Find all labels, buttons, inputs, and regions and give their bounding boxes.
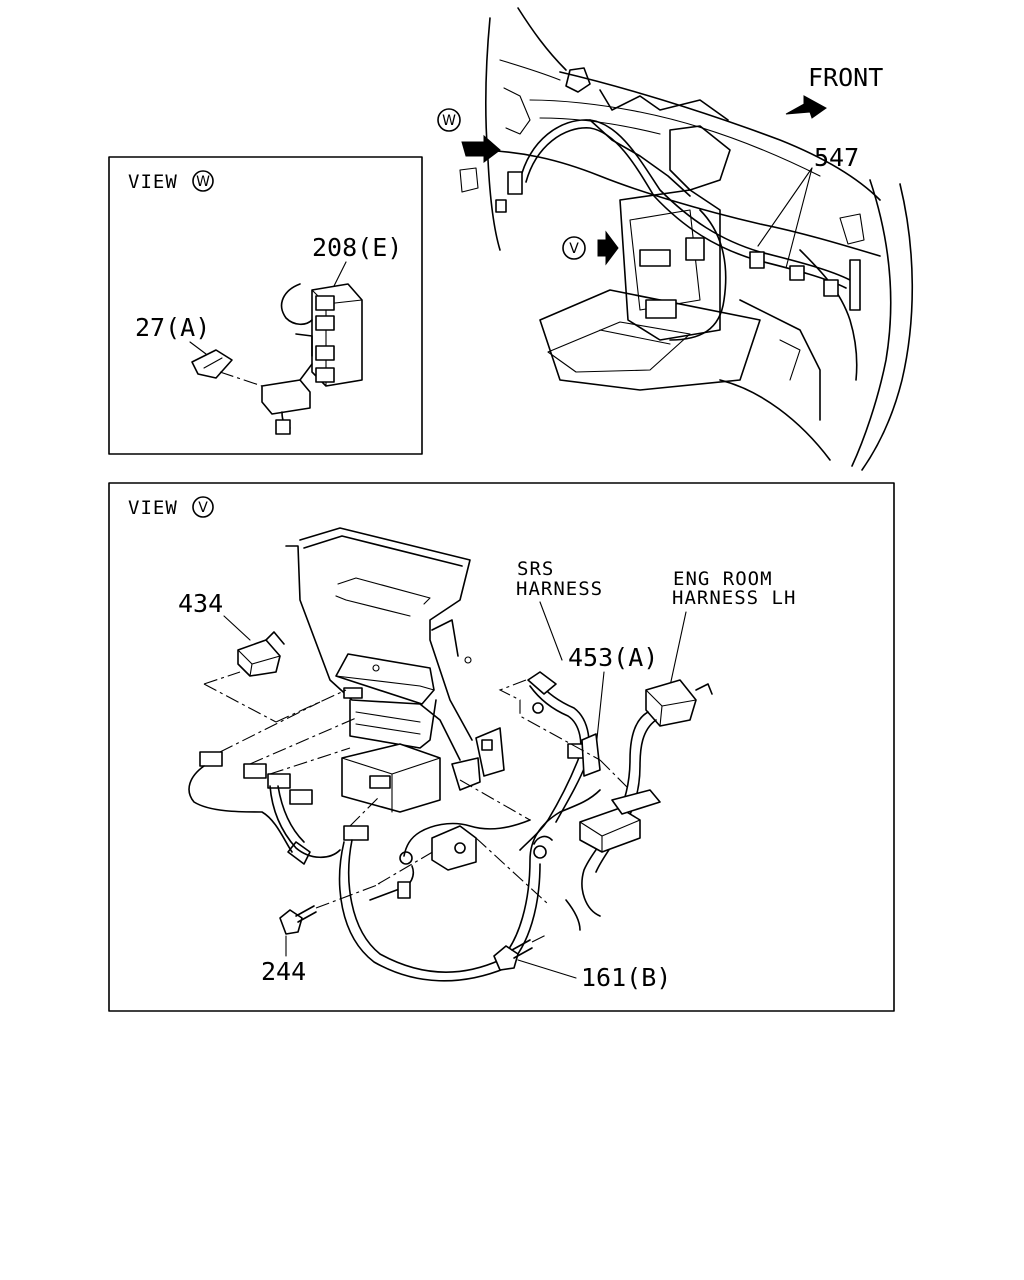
part-547-label: 547	[814, 143, 859, 172]
part-27a-label: 27(A)	[135, 313, 210, 342]
bracket-453a	[581, 733, 601, 777]
part-453a-label: 453(A)	[568, 643, 658, 672]
front-arrow-icon	[785, 95, 827, 119]
relay-block-208e	[280, 283, 363, 387]
srs-harness	[519, 671, 590, 859]
view-w-title-letter: W	[196, 174, 210, 190]
view-v-title-letter: V	[198, 500, 208, 516]
view-w-marker: W	[437, 108, 501, 163]
view-v-title-circle	[192, 496, 214, 518]
view-w-title: VIEW	[128, 171, 178, 193]
relay-434	[237, 631, 285, 677]
view-w-panel	[108, 156, 423, 455]
left-harness	[188, 751, 601, 982]
bolt-161b	[493, 939, 533, 971]
clip-27a	[191, 349, 233, 379]
view-v-panel	[108, 482, 895, 1012]
srs-harness-line2: HARNESS	[516, 578, 603, 600]
bolt-244	[279, 905, 317, 935]
eng-room-harness	[565, 679, 713, 931]
harness-clamp	[431, 825, 477, 871]
view-w-marker-letter: W	[442, 113, 456, 129]
eng-room-line1: ENG ROOM	[673, 568, 773, 590]
part-434-label: 434	[178, 589, 223, 618]
view-v-arrow-icon	[597, 230, 619, 266]
part-244-label: 244	[261, 957, 306, 986]
view-w-title-circle	[192, 170, 214, 192]
front-label: FRONT	[808, 63, 883, 92]
srs-harness-line1: SRS	[517, 558, 554, 580]
view-v-title: VIEW	[128, 497, 178, 519]
view-v-marker-letter: V	[569, 241, 579, 257]
console-frame	[285, 527, 505, 813]
dashboard-overview	[459, 7, 914, 471]
part-161b-label: 161(B)	[581, 963, 671, 992]
connector-w	[261, 363, 313, 435]
view-w-arrow-icon	[461, 134, 501, 163]
part-208e-label: 208(E)	[312, 233, 402, 262]
eng-room-line2: HARNESS LH	[672, 587, 796, 609]
view-v-marker: V	[562, 230, 619, 266]
